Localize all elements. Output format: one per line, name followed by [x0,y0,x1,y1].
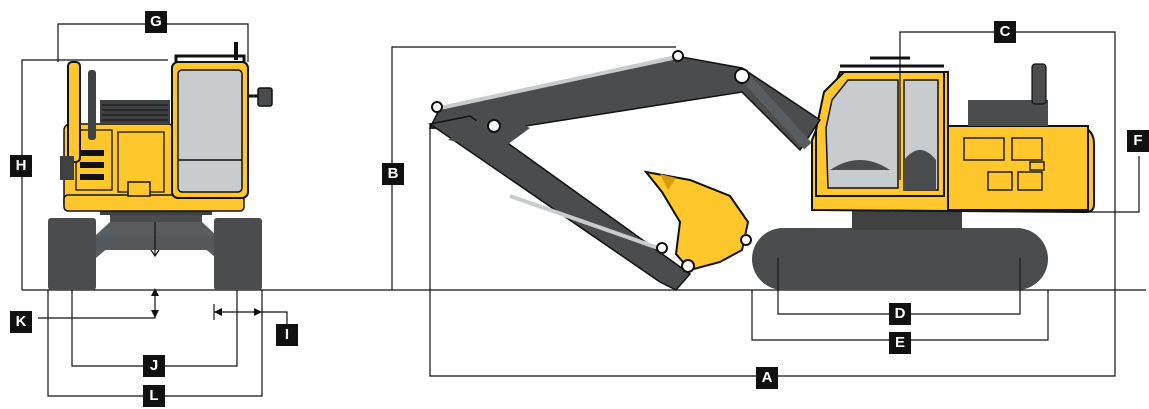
dimension-label-l: L [143,385,165,407]
dimension-label-c: C [994,21,1016,43]
dimension-label-k: K [10,311,32,333]
dimension-label-i: I [276,324,298,346]
dimension-label-a: A [756,367,778,389]
excavator-side-view-icon [428,50,1095,291]
dimension-label-h: H [10,155,32,177]
dimension-label-f: F [1127,130,1149,152]
dimension-label-j: J [143,355,165,377]
dimension-label-g: G [145,11,167,33]
excavator-front-view-icon [48,42,273,290]
dimension-arrows [151,288,262,318]
dimension-label-e: E [889,332,911,354]
dimension-label-b: B [382,163,404,185]
dimension-label-d: D [889,303,911,325]
